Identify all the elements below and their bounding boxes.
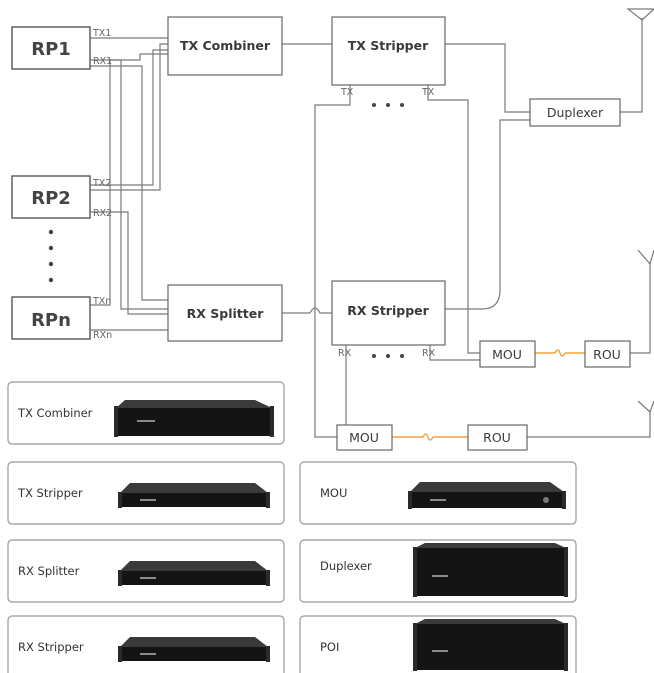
rpn-tx-port: TXn xyxy=(92,296,111,307)
link-splitter-stripper xyxy=(282,307,332,314)
antenna-1-icon xyxy=(626,8,654,21)
link-duplexer-antenna xyxy=(620,18,643,113)
rp2-rx-port: RX2 xyxy=(93,208,112,219)
tx-ellipsis xyxy=(372,103,404,107)
rp2-tx-port: TX2 xyxy=(92,178,111,189)
rpn-rx-port: RXn xyxy=(93,330,112,341)
link-rxstripper-duplexer xyxy=(445,119,530,310)
legend-card-label: MOU xyxy=(320,486,347,500)
rou-1-block: ROU xyxy=(584,340,631,368)
tx-stripper-left-port: TX xyxy=(340,87,354,98)
connection-lines xyxy=(90,18,651,438)
mou-2-label: MOU xyxy=(349,430,379,445)
legend-card-label: POI xyxy=(320,640,339,654)
duplexer-device-image xyxy=(413,543,568,597)
legend-card-label: RX Splitter xyxy=(18,564,80,578)
rx-splitter-device-image xyxy=(118,561,270,586)
rx-stripper-block: RX Stripper RX RX xyxy=(331,280,446,359)
rx-stripper-right-port: RX xyxy=(422,348,436,359)
poi-device-image xyxy=(413,619,568,671)
rp1-unit: RP1 TX1 RX1 xyxy=(11,26,112,70)
rx-stripper-device-image xyxy=(118,637,270,662)
legend-card-tx-stripper: TX Stripper xyxy=(7,461,285,525)
duplexer-label: Duplexer xyxy=(547,105,604,120)
rpn-label: RPn xyxy=(31,310,71,331)
legend-card-tx-combiner: TX Combiner xyxy=(7,381,285,445)
link-tx2-combiner xyxy=(90,49,168,186)
link-rx2-splitter xyxy=(90,211,168,315)
rx-stripper-label: RX Stripper xyxy=(347,303,429,318)
tx-combiner-label: TX Combiner xyxy=(180,38,271,53)
rp-ellipsis-vertical xyxy=(48,229,54,283)
mou-1-label: MOU xyxy=(492,347,522,362)
mou-device-image xyxy=(408,482,566,509)
legend-card-label: TX Stripper xyxy=(17,486,83,500)
rou-1-label: ROU xyxy=(593,347,621,362)
rp1-label: RP1 xyxy=(31,39,71,60)
fiber-break-1 xyxy=(554,349,566,357)
fiber-links xyxy=(392,349,585,441)
rp2-unit: RP2 TX2 RX2 xyxy=(11,175,112,219)
rx-splitter-block: RX Splitter xyxy=(167,284,283,342)
legend-card-rx-stripper: RX Stripper xyxy=(7,615,285,673)
antenna-2-icon xyxy=(637,249,654,266)
link-tx2b-combiner xyxy=(90,43,168,191)
fiber-break-2 xyxy=(422,433,434,441)
rp1-tx-port: TX1 xyxy=(92,28,111,39)
link-rx-right-mou1 xyxy=(429,345,480,361)
tx-stripper-right-port: TX xyxy=(421,87,435,98)
legend-card-label: TX Combiner xyxy=(17,406,93,420)
rx-splitter-label: RX Splitter xyxy=(187,306,265,321)
tx-stripper-block: TX Stripper TX TX xyxy=(331,16,446,98)
legend-card-duplexer: Duplexer xyxy=(299,539,577,603)
mou-1-block: MOU xyxy=(479,340,536,368)
rpn-unit: RPn TXn RXn xyxy=(11,296,112,341)
link-tx-right-mou1 xyxy=(427,85,480,354)
legend-card-rx-splitter: RX Splitter xyxy=(7,539,285,603)
duplexer-block: Duplexer xyxy=(529,98,621,127)
link-tx-left-mou2 xyxy=(314,85,351,438)
tx-combiner-block: TX Combiner xyxy=(167,16,283,76)
tx-combiner-device-image xyxy=(114,400,274,437)
antenna-3-icon xyxy=(637,400,654,414)
link-stripper-duplexer xyxy=(445,43,530,113)
rp1-rx-port: RX1 xyxy=(93,56,112,67)
rx-stripper-left-port: RX xyxy=(338,348,352,359)
link-rx1b-splitter xyxy=(90,65,168,301)
tx-stripper-device-image xyxy=(118,483,270,508)
rp2-label: RP2 xyxy=(31,188,71,209)
rou-2-label: ROU xyxy=(483,430,511,445)
rx-ellipsis xyxy=(372,354,404,358)
rou-2-block: ROU xyxy=(467,424,528,451)
legend-card-mou: MOU xyxy=(299,461,577,525)
mou-2-block: MOU xyxy=(336,424,393,451)
legend-card-label: RX Stripper xyxy=(18,640,84,654)
link-txn-combiner xyxy=(90,53,168,306)
link-rou1-antenna xyxy=(630,262,651,354)
legend-card-label: Duplexer xyxy=(320,559,372,573)
legend-card-poi: POI xyxy=(299,615,577,673)
tx-stripper-label: TX Stripper xyxy=(348,38,429,53)
link-rou2-antenna xyxy=(527,410,651,438)
